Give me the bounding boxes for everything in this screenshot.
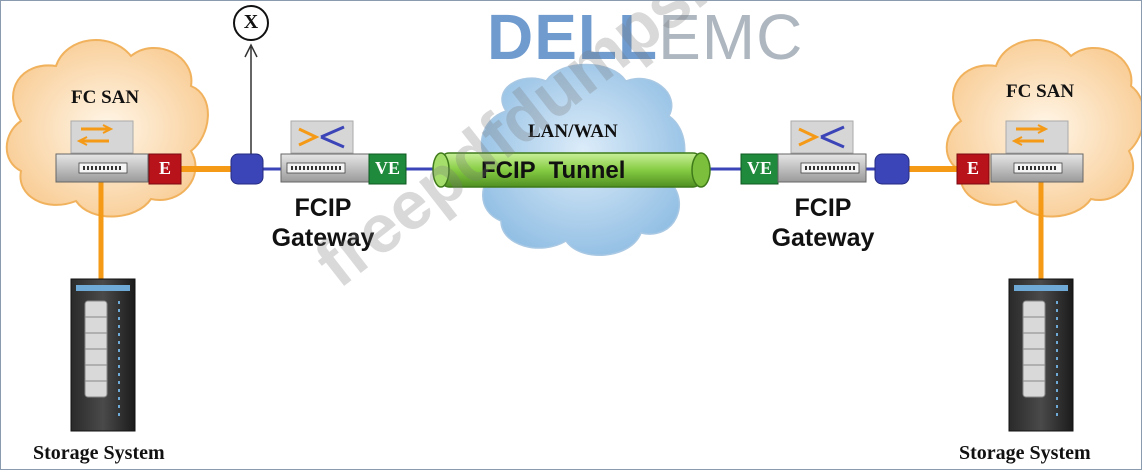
tap-monitor	[233, 5, 269, 41]
logo-emc-text: EMC	[658, 1, 804, 73]
right-storage-label: Storage System	[959, 442, 1091, 464]
left-switch-body	[55, 153, 149, 183]
links	[98, 43, 1044, 279]
left-switch-top-panel	[70, 120, 134, 154]
left-storage-system	[70, 278, 136, 432]
logo-dell-text: DELL	[487, 1, 659, 73]
lan-wan-label: LAN/WAN	[528, 121, 618, 142]
left-gateway-line2: Gateway	[271, 224, 375, 252]
right-gateway-routing-icon	[798, 127, 820, 147]
right-e-port-label: E	[966, 158, 979, 178]
left-ve-port	[368, 153, 407, 185]
tunnel-left-end	[432, 152, 450, 188]
tunnel-right-end	[691, 152, 711, 188]
right-san-label: FC SAN	[1006, 81, 1075, 102]
left-fcip-gateway	[230, 120, 407, 185]
left-gateway-line1: FCIP	[294, 194, 352, 222]
dell-emc-logo: DELLEMC	[487, 5, 803, 69]
left-fc-switch	[55, 120, 182, 185]
left-storage-label: Storage System	[33, 442, 165, 464]
right-e-port	[956, 153, 990, 185]
right-switch-top-panel	[1005, 120, 1069, 154]
right-ve-port	[740, 153, 779, 185]
fcip-tunnel-label: FCIP Tunnel	[481, 157, 626, 184]
left-ve-port-label: VE	[374, 158, 400, 178]
right-gateway-line2: Gateway	[771, 224, 875, 252]
left-gateway-label: FCIP Gateway	[253, 193, 393, 253]
left-switch-arrows-icon	[81, 127, 109, 143]
left-san-label: FC SAN	[71, 87, 140, 108]
right-fc-switch	[956, 120, 1084, 185]
left-blue-port	[230, 153, 264, 185]
right-blue-port	[874, 153, 910, 185]
right-gateway-label: FCIP Gateway	[753, 193, 893, 253]
right-ve-port-label: VE	[746, 158, 772, 178]
right-switch-arrows-icon	[1016, 127, 1044, 143]
tap-circle	[233, 5, 269, 41]
right-gateway-line1: FCIP	[794, 194, 852, 222]
left-e-port	[148, 153, 182, 185]
right-fcip-gateway	[740, 120, 910, 185]
fcip-tunnel	[432, 152, 711, 188]
tap-arrow-head	[244, 43, 258, 58]
left-gateway-routing-icon	[298, 127, 320, 147]
right-storage-system	[1008, 278, 1074, 432]
left-e-port-label: E	[158, 158, 171, 178]
tap-label: X	[243, 11, 259, 33]
